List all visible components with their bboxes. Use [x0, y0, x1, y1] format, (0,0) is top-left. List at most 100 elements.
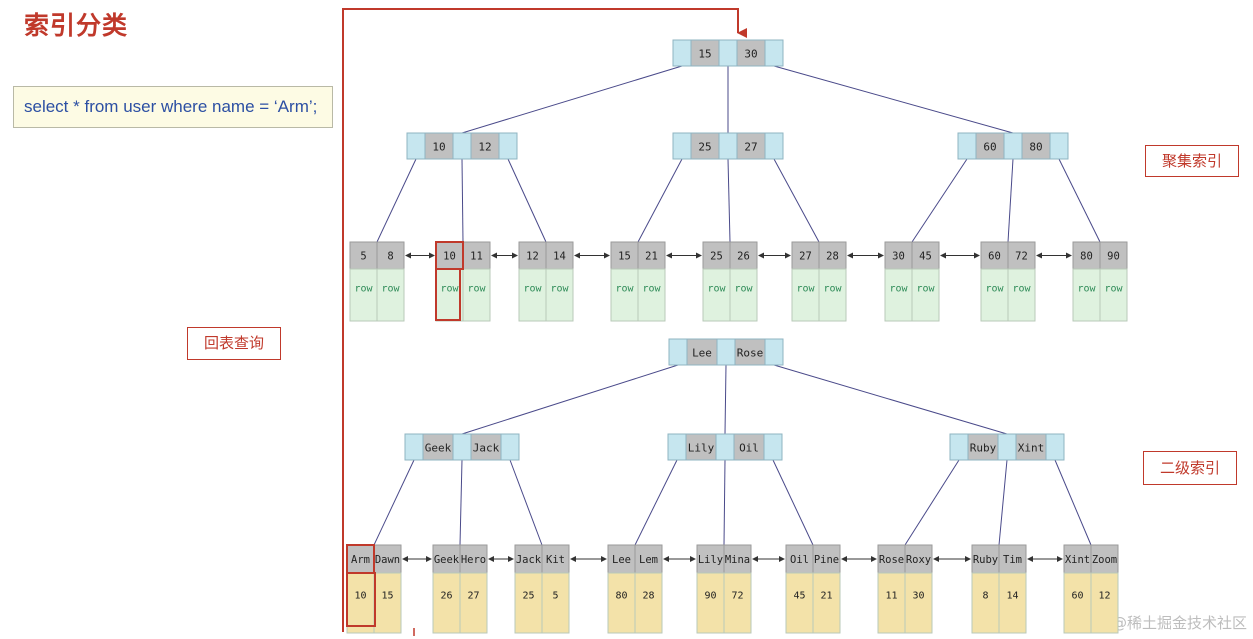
clustered-internal-pointer-cell — [672, 132, 692, 160]
secondary-internal-pointer-cell — [715, 433, 735, 461]
secondary-leaf-key-text: Lem — [639, 554, 658, 566]
clustered-internal-pointer-cell — [1003, 132, 1023, 160]
clustered-leaf-key-text: 11 — [470, 251, 483, 263]
secondary-leaf-data-cell — [696, 572, 725, 634]
tree-edge — [637, 158, 683, 243]
secondary-internal-pointer-cell — [949, 433, 969, 461]
clustered-leaf-key-text: 27 — [799, 251, 812, 263]
clustered-leaf-key-text: 5 — [360, 251, 366, 263]
secondary-leaf-data-text: 5 — [552, 590, 558, 601]
clustered-internal-pointer-cell — [406, 132, 426, 160]
clustered-leaf-data-cell — [349, 268, 378, 322]
secondary-root-pointer-cell — [764, 338, 784, 366]
clustered-root-key-text: 15 — [698, 48, 711, 61]
secondary-leaf-key-cell — [514, 544, 543, 574]
secondary-leaf-key-text: Xint — [1065, 554, 1090, 566]
clustered-leaf-key-text: 15 — [618, 251, 631, 263]
clustered-root-pointer-cell — [718, 39, 738, 67]
clustered-leaf-key-text: 28 — [826, 251, 839, 263]
tree-edge — [1007, 158, 1014, 243]
clustered-root-key-cell — [690, 39, 720, 67]
clustered-leaf-key-cell — [702, 241, 731, 270]
clustered-leaf-data-cell — [729, 268, 758, 322]
secondary-leaf-data-text: 14 — [1006, 590, 1018, 601]
clustered-leaf-key-cell — [349, 241, 378, 270]
secondary-root-pointer-cell — [668, 338, 688, 366]
sql-query-box: select * from user where name = ‘Arm’; — [13, 86, 333, 128]
secondary-internal-key-text: Lily — [688, 442, 715, 455]
clustered-internal-key-cell — [470, 132, 500, 160]
clustered-leaf-key-cell — [911, 241, 940, 270]
secondary-leaf-key-text: Tim — [1003, 554, 1022, 566]
secondary-leaf-key-text: Kit — [546, 554, 565, 566]
secondary-leaf-data-text: 28 — [642, 590, 654, 601]
clustered-leaf-key-text: 21 — [645, 251, 658, 263]
clustered-leaf-data-text: row — [823, 283, 842, 294]
clustered-root-pointer-cell — [672, 39, 692, 67]
clustered-leaf-data-cell — [435, 268, 464, 322]
clustered-leaf-data-cell — [610, 268, 639, 322]
clustered-leaf-data-cell — [545, 268, 574, 322]
secondary-leaf-data-text: 30 — [912, 590, 924, 601]
clustered-internal-key-text: 12 — [478, 141, 491, 154]
secondary-leaf-data-text: 72 — [731, 590, 743, 601]
clustered-leaf-data-text: row — [1012, 283, 1031, 294]
tree-edge — [772, 459, 814, 546]
clustered-internal-key-cell — [690, 132, 720, 160]
secondary-internal-key-text: Ruby — [970, 442, 997, 455]
tree-edge — [904, 459, 960, 546]
tree-edge — [773, 158, 820, 243]
clustered-leaf-data-text: row — [550, 283, 569, 294]
clustered-internal-key-text: 25 — [698, 141, 711, 154]
secondary-leaf-data-cell — [812, 572, 841, 634]
secondary-internal-pointer-cell — [667, 433, 687, 461]
clustered-leaf-key-cell — [518, 241, 547, 270]
watermark: @稀土掘金技术社区 — [1111, 614, 1247, 632]
secondary-leaf-data-cell — [514, 572, 543, 634]
secondary-leaf-key-text: Jack — [516, 554, 542, 566]
secondary-internal-pointer-cell — [997, 433, 1017, 461]
secondary-internal-key-text: Geek — [425, 442, 452, 455]
clustered-internal-key-text: 10 — [432, 141, 445, 154]
secondary-leaf-key-text: Oil — [790, 554, 809, 566]
tree-edge — [461, 158, 464, 243]
clustered-internal-pointer-cell — [452, 132, 472, 160]
secondary-leaf-key-cell — [634, 544, 663, 574]
secondary-leaf-data-text: 21 — [820, 590, 832, 601]
clustered-leaf-key-text: 8 — [387, 251, 393, 263]
secondary-leaf-data-cell — [1063, 572, 1092, 634]
secondary-internal-pointer-cell — [452, 433, 472, 461]
secondary-leaf-key-cell — [904, 544, 933, 574]
secondary-leaf-data-text: 90 — [704, 590, 716, 601]
secondary-leaf-key-text: Hero — [461, 554, 486, 566]
clustered-leaf-key-text: 30 — [892, 251, 905, 263]
secondary-leaf-key-cell — [432, 544, 461, 574]
tree-edge — [509, 459, 543, 546]
clustered-leaf-data-text: row — [1077, 283, 1096, 294]
secondary-leaf-data-cell — [541, 572, 570, 634]
secondary-leaf-key-text: Zoom — [1092, 554, 1117, 566]
clustered-leaf-key-cell — [1007, 241, 1036, 270]
clustered-leaf-key-cell — [545, 241, 574, 270]
secondary-root-pointer-cell — [716, 338, 736, 366]
secondary-leaf-key-cell — [696, 544, 725, 574]
secondary-leaf-data-text: 11 — [885, 590, 897, 601]
clustered-leaf-data-cell — [376, 268, 405, 322]
clustered-leaf-key-text: 10 — [443, 251, 456, 263]
secondary-leaf-data-cell — [459, 572, 488, 634]
clustered-internal-pointer-cell — [1049, 132, 1069, 160]
secondary-internal-pointer-cell — [763, 433, 783, 461]
clustered-leaf-data-text: row — [615, 283, 634, 294]
clustered-root-key-text: 30 — [744, 48, 757, 61]
